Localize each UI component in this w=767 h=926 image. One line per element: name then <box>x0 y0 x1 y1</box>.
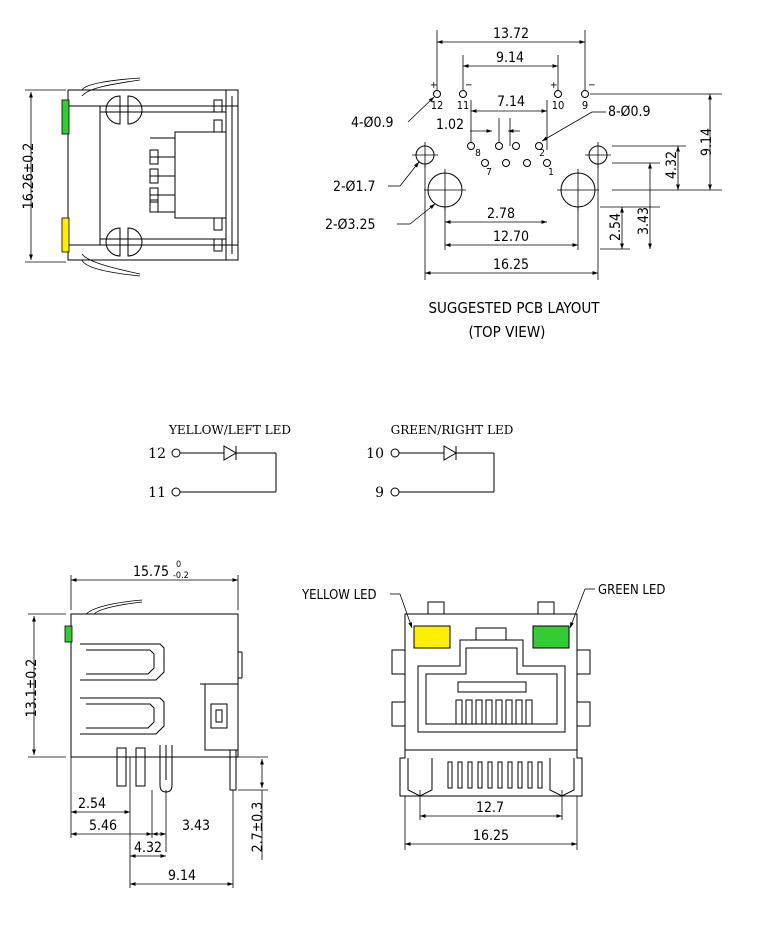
pin-label-2: 2 <box>539 148 545 159</box>
pin-label-12: 12 <box>431 99 444 112</box>
callout-led-holes: 4-Ø0.9 <box>351 115 394 131</box>
side-view: 15.75 0 -0.2 <box>24 560 268 888</box>
side-dim-5-46: 5.46 <box>89 818 117 834</box>
dim-2-54-pcb: 2.54 <box>608 213 624 241</box>
pcb-layout: 13.72 9.14 7.14 1.02 + 12 − 11 + 10 − 9 … <box>325 26 722 341</box>
yellow-led-schematic-label: YELLOW/LEFT LED <box>168 423 291 437</box>
front-view: YELLOW LED GREEN LED 12.7 16.25 <box>301 583 665 850</box>
front-green-led <box>532 625 570 649</box>
led-plus-10: + <box>550 80 558 91</box>
led-minus-11: − <box>465 80 473 91</box>
led-plus-12: + <box>430 80 438 91</box>
side-pin-height-dim: 2.7±0.3 <box>250 802 266 853</box>
front-yellow-led-label: YELLOW LED <box>301 588 376 603</box>
pin-label-9: 9 <box>582 99 588 112</box>
green-pin-a-label: 10 <box>366 446 384 462</box>
pin-label-10: 10 <box>552 99 565 112</box>
pin-label-8: 8 <box>475 148 481 159</box>
dim-9-14-top: 9.14 <box>496 50 524 66</box>
yellow-led-indicator <box>61 217 70 253</box>
dim-9-14-vert: 9.14 <box>699 128 715 156</box>
green-led-indicator <box>61 99 70 135</box>
side-green-led <box>64 625 73 643</box>
yellow-pin-a-label: 12 <box>148 446 166 462</box>
front-dim-12-7: 12.7 <box>476 800 504 816</box>
side-dim-9-14: 9.14 <box>168 868 196 884</box>
front-contacts <box>455 699 533 725</box>
dim-2-78: 2.78 <box>487 206 515 222</box>
front-bottom-fins <box>447 761 543 789</box>
side-width-dim: 15.75 <box>133 564 169 580</box>
front-yellow-led <box>413 625 451 649</box>
green-led-schematic-label: GREEN/RIGHT LED <box>391 423 514 437</box>
dim-4-32-pcb: 4.32 <box>664 151 680 179</box>
dim-13-72: 13.72 <box>493 26 529 42</box>
side-dim-3-43: 3.43 <box>182 818 210 834</box>
pin-label-7: 7 <box>486 167 492 178</box>
yellow-pin-k-label: 11 <box>148 485 166 501</box>
pin-label-11: 11 <box>457 99 470 112</box>
dim-12-70: 12.70 <box>493 229 529 245</box>
callout-big-holes: 2-Ø3.25 <box>325 217 376 233</box>
green-pin-k-label: 9 <box>375 485 384 501</box>
side-width-tol-lower: -0.2 <box>173 571 189 581</box>
pin-label-1: 1 <box>548 167 554 178</box>
top-view-jack: 16.26±0.2 <box>21 77 239 277</box>
led-minus-9: − <box>588 80 596 91</box>
dim-16-25-pcb: 16.25 <box>493 257 529 273</box>
side-height-dim: 13.1±0.2 <box>24 659 40 718</box>
side-dim-4-32: 4.32 <box>134 840 162 856</box>
dim-7-14: 7.14 <box>497 94 525 110</box>
pcb-caption-line1: SUGGESTED PCB LAYOUT <box>428 299 600 317</box>
pcb-caption-line2: (TOP VIEW) <box>469 323 546 341</box>
side-dim-2-54: 2.54 <box>78 796 106 812</box>
led-schematic: YELLOW/LEFT LED 12 11 GREEN/RIGHT LED 10… <box>148 423 513 501</box>
side-width-tol-upper: 0 <box>176 560 181 570</box>
top-view-height-dim: 16.26±0.2 <box>21 143 37 210</box>
front-dim-16-25: 16.25 <box>473 828 509 844</box>
callout-signal-holes: 8-Ø0.9 <box>608 104 651 120</box>
dim-3-43-pcb: 3.43 <box>636 207 652 235</box>
dim-1-02: 1.02 <box>436 117 464 133</box>
callout-small-holes: 2-Ø1.7 <box>333 179 376 195</box>
front-green-led-label: GREEN LED <box>598 583 665 598</box>
